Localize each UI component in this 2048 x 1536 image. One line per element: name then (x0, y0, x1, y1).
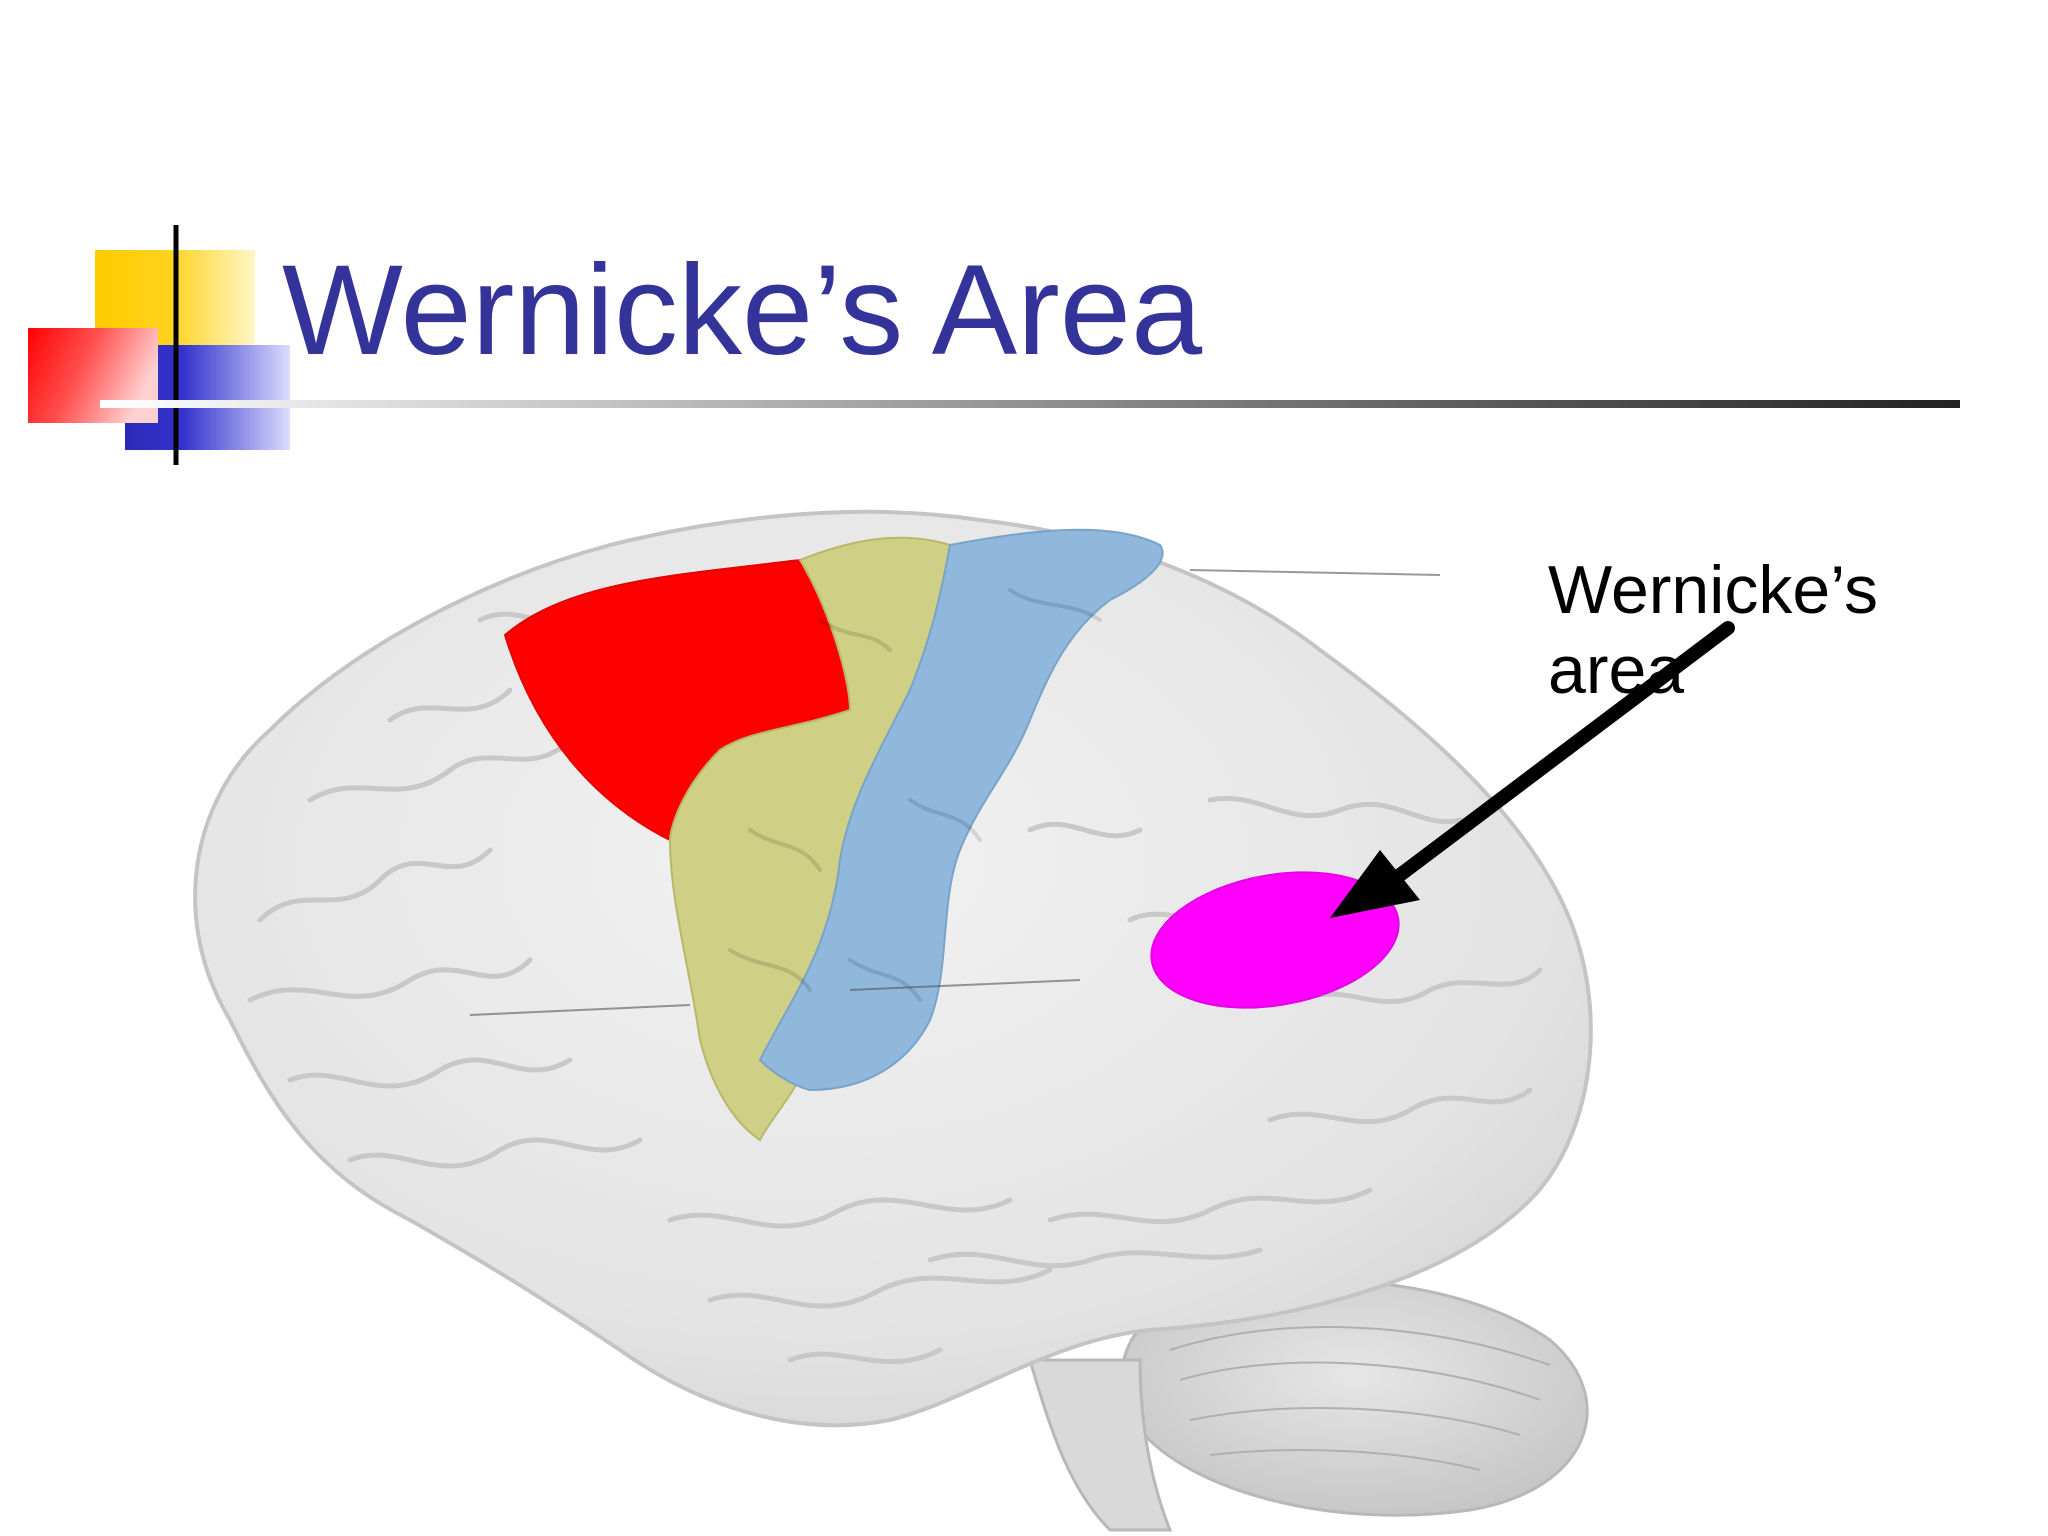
blue-cortical-region (758, 528, 1164, 1092)
deco-red-square (28, 328, 158, 423)
arrow-icon (1330, 621, 1735, 918)
color-squares-icon (28, 225, 300, 465)
brain-illustration (193, 509, 1593, 1532)
region-folds (728, 588, 1102, 1002)
brain-stem (1028, 1358, 1173, 1532)
title-underline (100, 400, 1960, 408)
leader-lines (469, 569, 1441, 1016)
brain-gyri (247, 607, 1543, 1365)
cerebellum-folds (1169, 1326, 1551, 1471)
slide-title: Wernicke’s Area (282, 239, 1203, 382)
wernickes-area-region (1150, 871, 1400, 1009)
label-line-1: Wernicke’s (1548, 552, 1879, 628)
